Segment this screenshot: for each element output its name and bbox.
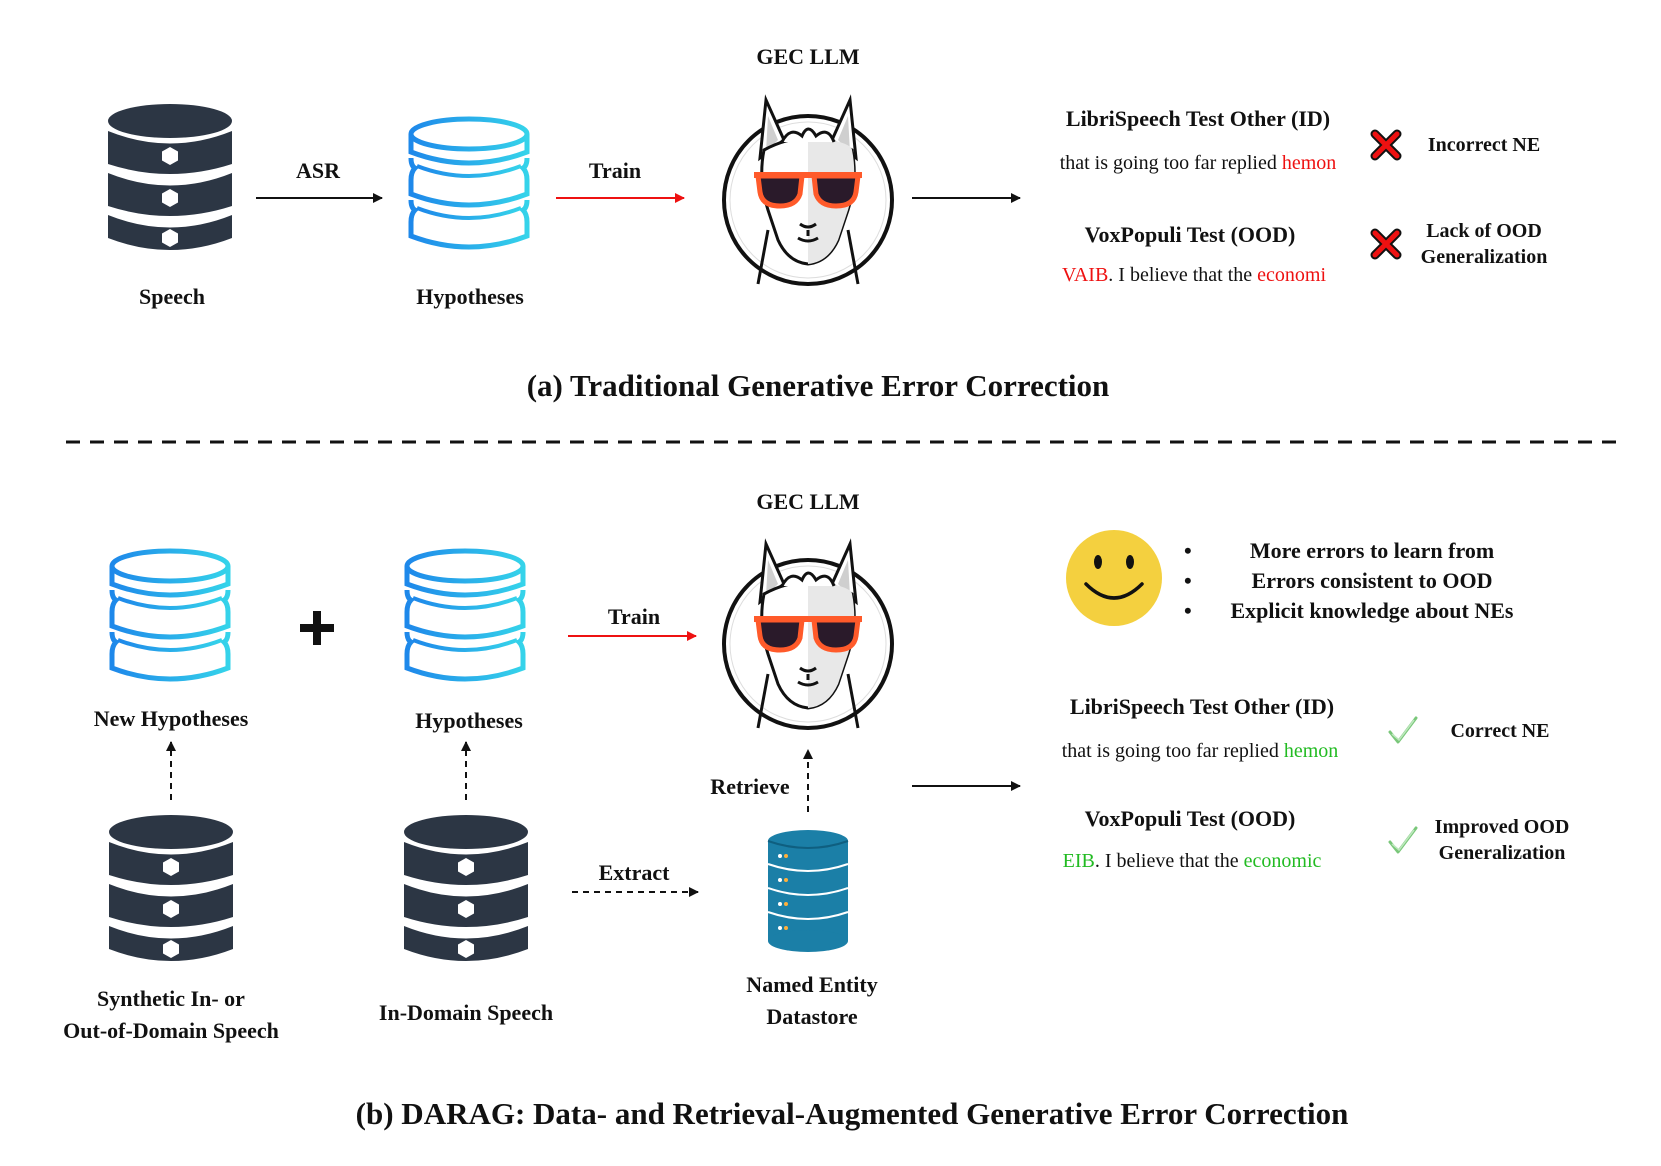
- synthetic-speech-database-icon: [109, 815, 233, 961]
- llm-label-a: GEC LLM: [756, 44, 860, 69]
- ood-sentence-a: VAIB. I believe that the economi: [1061, 264, 1327, 286]
- new-hypotheses-database-icon: [112, 551, 228, 679]
- ood-heading-b: VoxPopuli Test (OOD): [1084, 806, 1296, 831]
- bullet-item: More errors to learn from: [1249, 538, 1495, 563]
- new-hypotheses-label: New Hypotheses: [93, 706, 249, 731]
- result-incorrect-ne: Incorrect NE: [1427, 134, 1541, 156]
- id-heading-b: LibriSpeech Test Other (ID): [1069, 694, 1335, 719]
- red-x-icon: [1375, 233, 1397, 255]
- train-label-a: Train: [588, 158, 642, 183]
- datastore-label-line2: Datastore: [766, 1004, 858, 1029]
- red-x-icon: [1375, 134, 1397, 156]
- synthetic-speech-line1: Synthetic In- or: [97, 986, 245, 1011]
- caption-a: (a) Traditional Generative Error Correct…: [526, 368, 1110, 403]
- bullet-item: Explicit knowledge about NEs: [1230, 598, 1514, 623]
- id-sentence-b: that is going too far replied hemon: [1061, 740, 1339, 762]
- hypotheses-label-b: Hypotheses: [415, 708, 523, 733]
- speech-label: Speech: [139, 284, 205, 309]
- server-datastore-icon: [767, 830, 849, 952]
- speech-database-icon: [108, 104, 232, 250]
- result-ood-line1-a: Lack of OOD: [1426, 220, 1542, 242]
- caption-b: (b) DARAG: Data- and Retrieval-Augmented…: [355, 1096, 1349, 1131]
- retrieve-label: Retrieve: [710, 774, 790, 799]
- result-ood-line2-b: Generalization: [1438, 842, 1566, 864]
- bullet-item: Errors consistent to OOD: [1251, 568, 1493, 593]
- hypotheses-database-icon: [411, 119, 527, 247]
- llama-sunglasses-icon: [724, 100, 892, 284]
- synthetic-speech-line2: Out-of-Domain Speech: [63, 1018, 279, 1043]
- plus-icon: [300, 611, 334, 645]
- id-heading-a: LibriSpeech Test Other (ID): [1065, 106, 1331, 131]
- datastore-label-line1: Named Entity: [746, 972, 878, 997]
- smiley-icon: [1066, 530, 1162, 626]
- llama-sunglasses-icon: [724, 544, 892, 728]
- ood-sentence-b: EIB. I believe that the economic: [1062, 850, 1322, 872]
- bullet-marker: •: [1184, 568, 1192, 593]
- llm-label-b: GEC LLM: [756, 489, 860, 514]
- green-check-icon: [1388, 716, 1418, 744]
- bullet-marker: •: [1184, 538, 1192, 563]
- green-check-icon: [1388, 826, 1418, 854]
- bullet-marker: •: [1184, 598, 1192, 623]
- asr-label: ASR: [295, 158, 341, 183]
- in-domain-speech-database-icon: [404, 815, 528, 961]
- hypotheses-database-icon: [407, 551, 523, 679]
- result-correct-ne: Correct NE: [1450, 720, 1550, 742]
- ood-heading-a: VoxPopuli Test (OOD): [1084, 222, 1296, 247]
- result-ood-line2-a: Generalization: [1420, 246, 1548, 268]
- in-domain-speech-label: In-Domain Speech: [378, 1000, 554, 1025]
- hypotheses-label-a-text: Hypotheses: [416, 284, 524, 309]
- result-ood-line1-b: Improved OOD: [1434, 816, 1570, 838]
- id-sentence-a: that is going too far replied hemon: [1059, 152, 1337, 174]
- train-label-b: Train: [607, 604, 661, 629]
- extract-label: Extract: [598, 860, 670, 885]
